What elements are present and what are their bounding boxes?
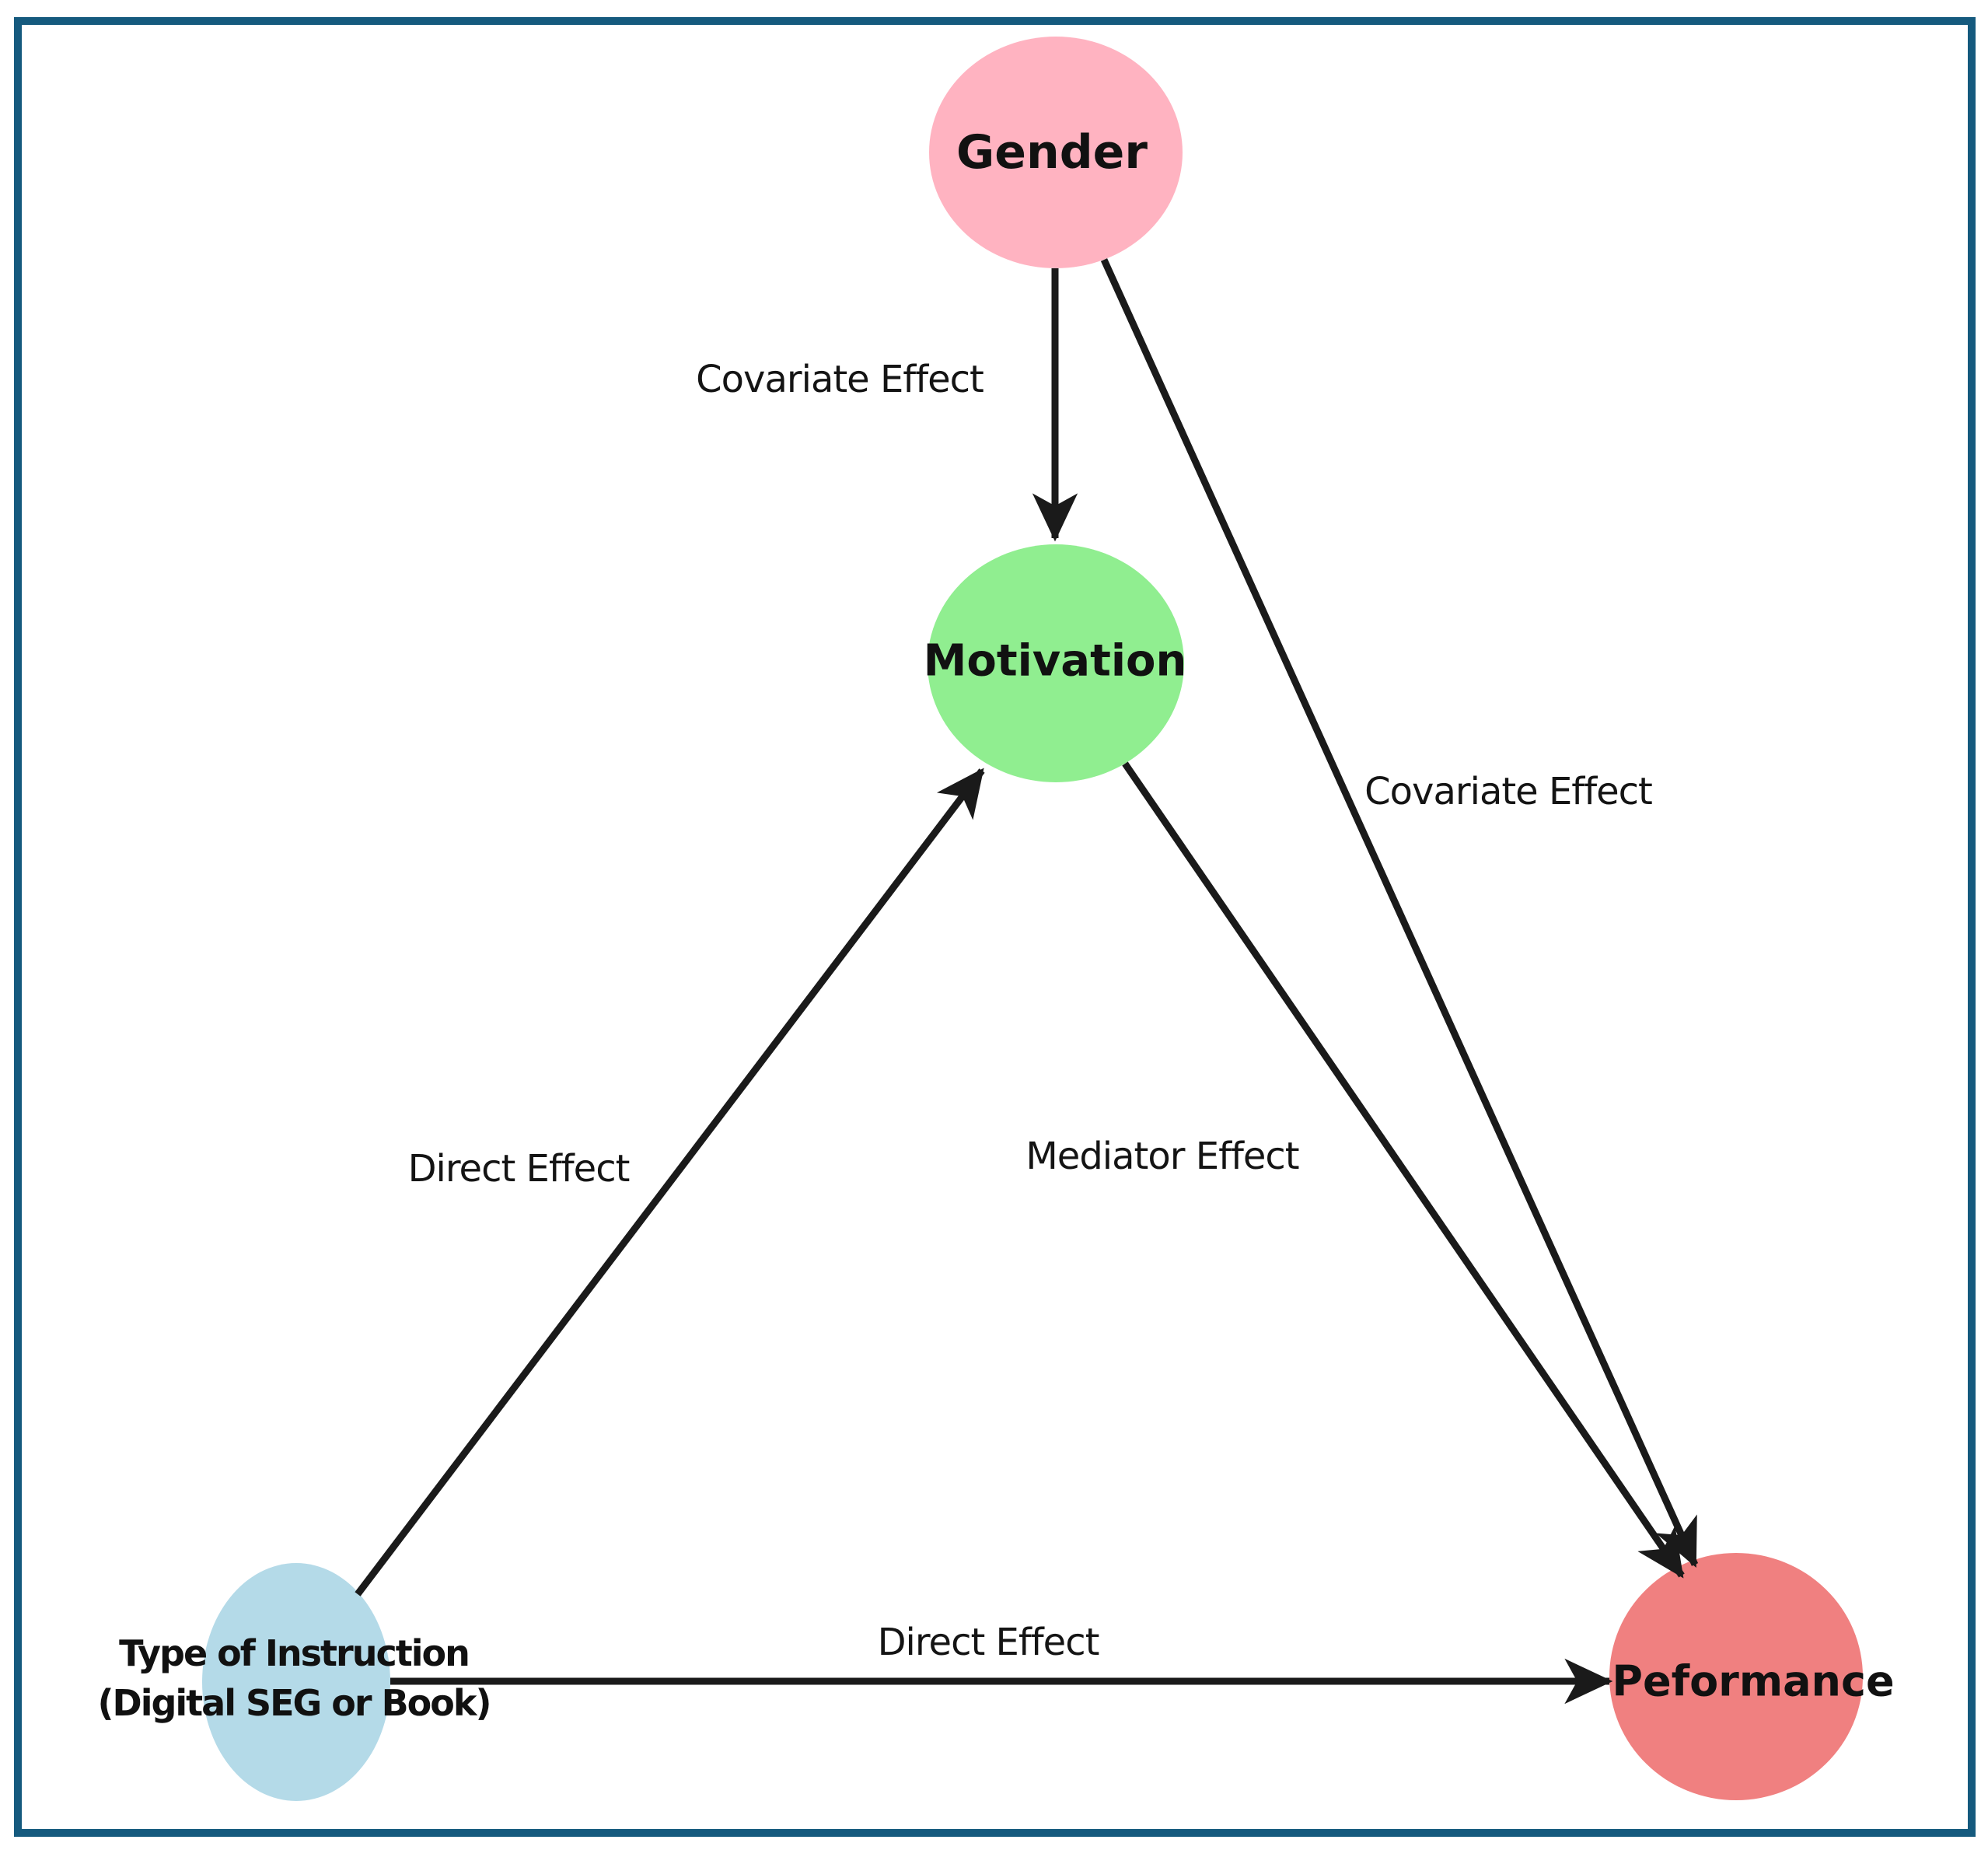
edge-label-mediator-effect: Mediator Effect — [1025, 1135, 1299, 1178]
figure-border — [14, 17, 1976, 1837]
edge-label-covariate-effect-top: Covariate Effect — [696, 358, 984, 401]
node-performance-circle — [1609, 1553, 1863, 1800]
node-instruction-label: Type of Instruction (Digital SEG or Book… — [97, 1628, 492, 1728]
edge-label-direct-effect-left: Direct Effect — [407, 1147, 631, 1191]
node-instruction-label-line1: Type of Instruction — [119, 1632, 470, 1674]
node-instruction-label-line2: (Digital SEG or Book) — [97, 1682, 492, 1724]
node-motivation-label: Motivation — [923, 635, 1187, 687]
edge-label-direct-effect-bottom: Direct Effect — [877, 1621, 1100, 1664]
edge-instruction-motivation-arrow — [355, 768, 985, 1596]
node-gender-circle — [929, 37, 1183, 268]
node-instruction-circle — [202, 1563, 390, 1801]
node-motivation-circle — [928, 544, 1184, 782]
node-gender-label: Gender — [956, 125, 1148, 180]
edge-gender-performance-arrow — [1100, 258, 1699, 1568]
edge-motivation-performance-arrow — [1122, 761, 1685, 1579]
edge-label-covariate-effect-right: Covariate Effect — [1364, 770, 1653, 813]
node-performance-label: Peformance — [1612, 1656, 1895, 1706]
